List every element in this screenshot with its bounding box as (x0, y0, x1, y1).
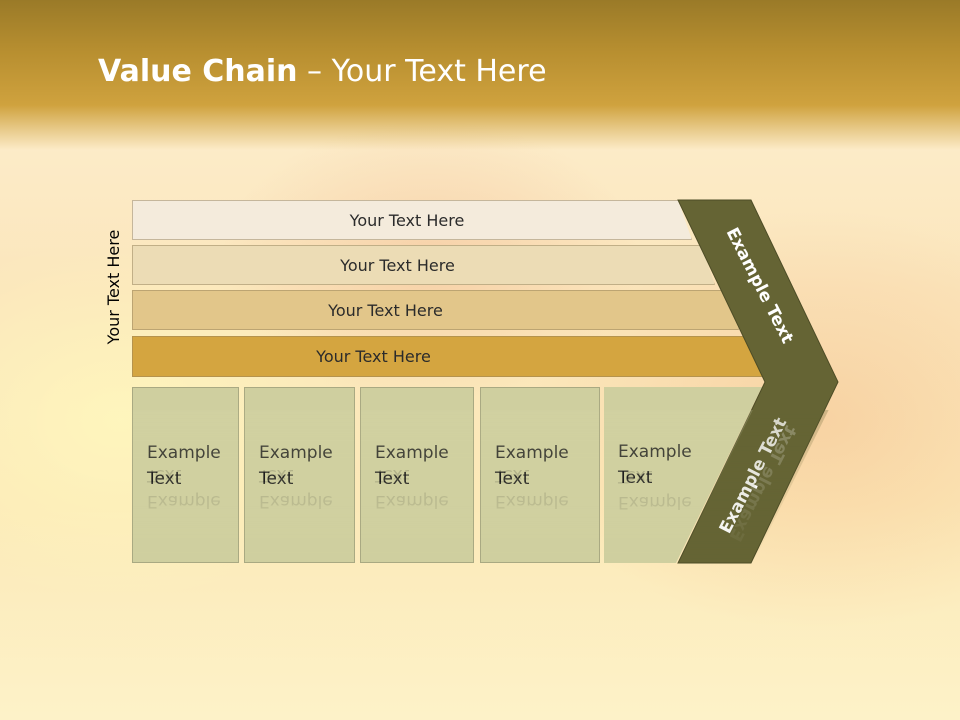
bar-4: Your Text Here (132, 336, 763, 377)
activity-box-2: Example Text (244, 387, 355, 563)
activity-box-5-line1: Example (618, 439, 762, 465)
activity-box-2-line1: Example (259, 440, 354, 466)
bar-3: Your Text Here (132, 290, 739, 330)
bar-3-label: Your Text Here (328, 300, 443, 320)
activity-box-3-line1: Example (375, 440, 473, 466)
reflection-chevron-shape (678, 391, 838, 567)
title-bar (0, 0, 960, 150)
activity-box-3: Example Text (360, 387, 474, 563)
reflection: Example Text Example Text Example Text E… (0, 391, 960, 567)
bar-1: Your Text Here (132, 200, 692, 240)
activity-box-4-line2: Text (495, 466, 599, 492)
bar-4-label: Your Text Here (316, 347, 431, 366)
activity-box-5-line2: Text (618, 465, 762, 491)
title-bold: Value Chain (98, 54, 298, 89)
activity-box-1: Example Text (132, 387, 239, 563)
activity-box-1-line2: Text (147, 466, 238, 492)
reflection-chevron: Example Text (678, 391, 838, 567)
activity-box-4-line1: Example (495, 440, 599, 466)
title-rest: – Your Text Here (297, 54, 547, 89)
bar-1-label: Your Text Here (349, 210, 465, 230)
chevron-shape (677, 199, 839, 564)
slide-title: Value Chain – Your Text Here (98, 54, 547, 89)
activity-box-4: Example Text (480, 387, 600, 563)
bar-2-label: Your Text Here (340, 255, 455, 275)
activity-box-3-line2: Text (375, 466, 473, 492)
bar-2: Your Text Here (132, 245, 715, 285)
activity-box-2-line2: Text (259, 466, 354, 492)
activity-box-1-line1: Example (147, 440, 238, 466)
